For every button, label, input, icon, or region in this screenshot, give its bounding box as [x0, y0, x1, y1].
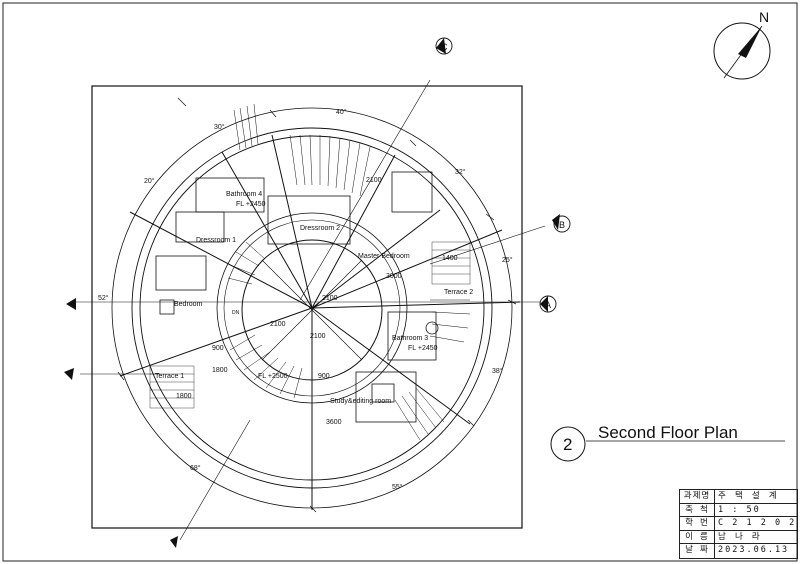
dim-angle-55: 55°: [392, 483, 403, 491]
room-label-dressroom2: Dressroom 2: [300, 225, 340, 232]
room-label-bedroom: Bedroom: [174, 301, 203, 308]
dim-1400: 1400: [442, 255, 458, 262]
room-label-terrace2: Terrace 2: [444, 289, 473, 296]
dim-angle-52: 52°: [98, 294, 109, 302]
axis-bubble-c: [435, 37, 453, 55]
axis-label-a: A: [545, 300, 551, 310]
title-block-key: 날 짜: [680, 544, 715, 558]
title-block-row: 날 짜 2023.06.13: [680, 544, 797, 558]
dim-angle-20: 20°: [144, 177, 155, 185]
north-label: N: [759, 9, 769, 25]
title-block-value: 남 나 라: [718, 531, 762, 542]
grid-lines: [70, 79, 546, 541]
north-arrow-icon: [713, 22, 771, 80]
dim-2100-c: 2100: [310, 333, 326, 340]
room-label-study: Study&editing room: [330, 398, 391, 405]
stair-treads: [227, 103, 471, 441]
fl-label-hall: FL +2500: [258, 373, 288, 380]
title-block: 과제명 주 택 설 계 축 척 1 : 50 학 번 C 2 1 2 0 2 2…: [679, 489, 798, 559]
room-partitions: [155, 171, 439, 423]
title-block-row: 축 척 1 : 50: [680, 503, 797, 518]
fl-label-bathroom4: FL +2450: [236, 201, 266, 208]
title-block-key: 학 번: [680, 517, 715, 530]
dim-2100-b: 2100: [270, 321, 286, 328]
axis-bubble-a: [539, 295, 557, 313]
room-label-dressroom1: Dressroom 1: [196, 237, 236, 244]
dim-angle-25: 25°: [502, 256, 513, 264]
title-block-value: 주 택 설 계: [718, 491, 779, 501]
title-block-row: 이 름 남 나 라: [680, 530, 797, 545]
drawing-title: Second Floor Plan: [598, 423, 738, 442]
title-block-row: 학 번 C 2 1 2 0 2 2: [680, 517, 797, 531]
terrace-hatch: [149, 241, 471, 409]
title-block-value: 1 : 50: [718, 504, 761, 515]
dim-2100-a: 2100: [322, 295, 338, 302]
drawing-number-bubble: [550, 426, 586, 462]
site-boundary: [91, 85, 523, 529]
room-label-bathroom3: Bathroom 3: [392, 335, 428, 342]
drawing-number: 2: [563, 435, 572, 454]
title-block-value: C 2 1 2 0 2 2: [718, 518, 797, 529]
dim-angle-32: 32°: [455, 168, 466, 176]
section-markers: [64, 298, 178, 548]
stair-dn-label: DN: [232, 310, 240, 316]
axis-label-b: B: [559, 220, 565, 230]
axis-label-c: C: [441, 42, 448, 52]
dim-3600: 3600: [326, 419, 342, 426]
title-block-row: 과제명 주 택 설 계: [680, 490, 797, 504]
dim-1800-b: 1800: [176, 393, 192, 400]
fl-label-bathroom3: FL +2450: [408, 345, 438, 352]
dim-900-a: 900: [212, 345, 224, 352]
dim-1800-a: 1800: [212, 367, 228, 374]
title-block-key: 과제명: [680, 490, 715, 503]
dim-3000: 3000: [386, 273, 402, 280]
dim-900-b: 900: [318, 373, 330, 380]
dim-angle-68: 68°: [190, 464, 201, 472]
title-block-key: 축 척: [680, 503, 715, 517]
dim-angle-38: 38°: [492, 367, 503, 375]
title-block-value: 2023.06.13: [718, 545, 790, 556]
title-block-key: 이 름: [680, 530, 715, 544]
dim-2100-top: 2100: [366, 177, 382, 184]
room-label-bathroom4: Bathroom 4: [226, 191, 262, 198]
room-label-master-bedroom: Master Bedroom: [358, 253, 410, 260]
room-label-terrace1: Terrace 1: [155, 373, 184, 380]
radial-walls: [119, 134, 521, 510]
axis-bubble-b: [552, 214, 571, 233]
dim-angle-30: 30°: [214, 123, 225, 131]
dim-angle-40: 40°: [336, 108, 347, 116]
